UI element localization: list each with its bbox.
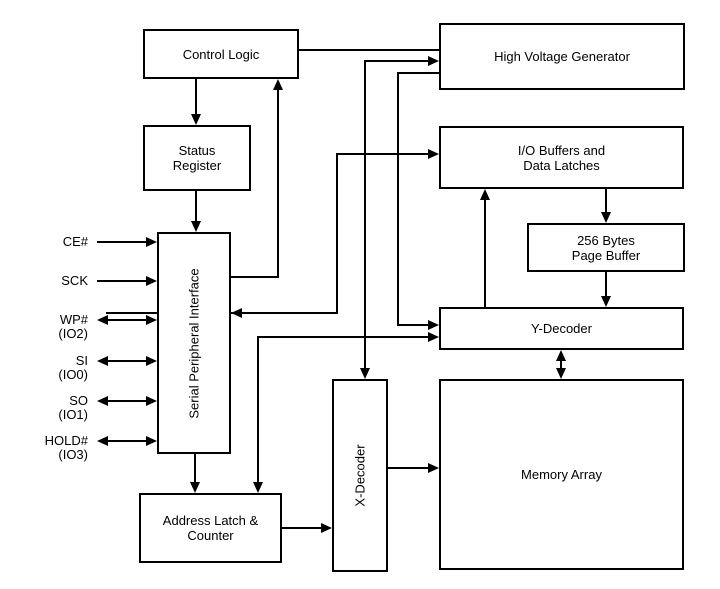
arrow-address-latch-y-decoder-bidirectional [253,332,439,493]
arrow-y-decoder-to-io-buffers [480,189,490,307]
high-voltage-generator-label: High Voltage Generator [494,49,630,64]
address-latch-label-line1: Address Latch & [162,513,259,528]
pin-hold-sub: (IO3) [58,447,88,462]
status-register-label-line2: Register [172,158,222,173]
pin-wp-name: WP# [59,312,88,327]
pin-label-si: SI (IO0) [18,354,88,382]
arrow-x-decoder-to-memory-array [388,463,439,473]
x-decoder-label: X-Decoder [352,444,368,507]
arrow-address-latch-to-x-decoder [282,523,332,533]
pin-sck-name: SCK [61,273,88,288]
pin-label-wp: WP# (IO2) [18,313,88,341]
pin-si-name: SI [75,353,88,368]
memory-array-box: Memory Array [439,379,684,570]
pin-label-ce: CE# [18,235,88,249]
pin-so-sub: (IO1) [58,407,88,422]
control-logic-box: Control Logic [143,29,299,79]
pin-wp-sub: (IO2) [58,326,88,341]
io-buffers-label-line2: Data Latches [523,157,600,173]
pin-label-sck: SCK [18,274,88,288]
pin-label-so: SO (IO1) [18,394,88,422]
arrow-pin-wp [97,315,157,325]
arrow-y-decoder-memory-array-bidirectional [556,350,566,379]
io-buffers-box: I/O Buffers and Data Latches [439,126,684,189]
arrow-hvg-x-decoder-bidirectional [360,56,439,379]
arrow-hvg-to-y-decoder [397,72,439,330]
pin-ce-name: CE# [62,234,88,249]
address-latch-label-line2: Counter [187,528,234,543]
arrow-status-register-to-spi [191,191,201,232]
pin-label-hold: HOLD# (IO3) [18,434,88,462]
arrow-pin-sck [97,276,157,286]
arrow-spi-to-control-logic [231,79,283,278]
page-buffer-box: 256 Bytes Page Buffer [527,223,685,272]
arrow-pin-si [97,356,157,366]
page-buffer-label-line2: Page Buffer [571,247,641,263]
control-logic-label: Control Logic [182,46,260,62]
arrow-pin-hold [97,436,157,446]
arrow-control-logic-to-status-register [191,79,201,125]
pin-hold-name: HOLD# [44,433,88,448]
pin-so-name: SO [69,393,88,408]
y-decoder-label: Y-Decoder [531,321,592,336]
arrow-page-buffer-to-y-decoder [601,272,611,307]
pin-si-sub: (IO0) [58,367,88,382]
page-buffer-label-line1: 256 Bytes [577,232,635,248]
status-register-box: Status Register [143,125,251,191]
arrow-spi-to-address-latch [190,454,200,493]
arrow-io-buffers-to-page-buffer [601,189,611,223]
arrow-pin-ce [97,237,157,247]
io-buffers-label-line1: I/O Buffers and [517,142,606,158]
address-latch-counter-box: Address Latch & Counter [139,493,282,563]
memory-array-label: Memory Array [521,467,602,482]
serial-peripheral-interface-label: Serial Peripheral Interface [186,267,202,419]
high-voltage-generator-box: High Voltage Generator [439,23,685,90]
y-decoder-box: Y-Decoder [439,307,684,350]
status-register-label-line1: Status [178,143,216,158]
serial-peripheral-interface-box: Serial Peripheral Interface [157,232,231,454]
x-decoder-box: X-Decoder [332,379,388,572]
arrow-pin-so [97,396,157,406]
